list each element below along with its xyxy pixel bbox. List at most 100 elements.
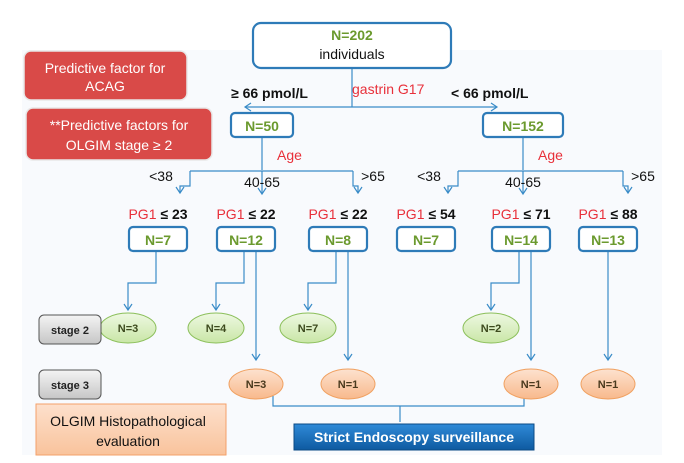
child-n: N=7: [145, 232, 171, 248]
child-node-box: [215, 225, 277, 253]
child-node-box: [395, 225, 457, 253]
stage3-n: N=1: [521, 379, 542, 391]
group-n: N=152: [502, 118, 544, 134]
arrowhead-icon: [251, 353, 261, 362]
pg1-condition: PG1 ≤ 54: [396, 206, 455, 222]
pg1-condition: PG1 ≤ 22: [308, 206, 367, 222]
legend-olgim-line2: OLGIM stage ≥ 2: [66, 137, 173, 153]
stage3-label: stage 3: [38, 369, 102, 400]
group-node-box: [229, 111, 295, 139]
arrowhead-icon: [623, 186, 633, 195]
child-node-box: [127, 225, 189, 253]
outcome-text: Strict Endoscopy surveillance: [314, 429, 514, 445]
arrowhead-icon: [443, 186, 453, 195]
child-n: N=14: [504, 232, 538, 248]
arrowhead-icon: [123, 303, 133, 312]
pg1-condition: PG1 ≤ 71: [491, 206, 550, 222]
legend-acag-line2: ACAG: [85, 78, 125, 94]
child-n: N=7: [413, 232, 439, 248]
group-node-box: [481, 111, 565, 139]
legend-acag: Predictive factor for ACAG: [23, 50, 188, 101]
stage3-n: N=1: [338, 379, 359, 391]
group-n: N=50: [245, 118, 279, 134]
connector-lines: [123, 68, 633, 422]
histo-line1: OLGIM Histopathological: [50, 413, 206, 429]
child-node-box: [577, 225, 639, 253]
arrowhead-icon: [603, 353, 613, 362]
stage2-text: stage 2: [51, 325, 89, 337]
arrowhead-icon: [526, 353, 536, 362]
outcome-bracket: [272, 396, 525, 407]
age-label: 40-65: [244, 174, 280, 190]
legend-olgim: **Predictive factors for OLGIM stage ≥ 2: [25, 107, 213, 161]
arrowhead-icon: [175, 186, 185, 195]
stage2-n: N=4: [206, 323, 227, 335]
arrowhead-icon: [490, 102, 499, 112]
arrowhead-icon: [518, 187, 528, 196]
stage3-ellipse: [503, 368, 559, 400]
histo-line2: evaluation: [96, 433, 160, 449]
stage2-ellipse: [187, 312, 245, 344]
child-node-box: [490, 225, 552, 253]
legend-histopathology: OLGIM Histopathological evaluation: [35, 403, 227, 456]
split-factor: gastrin G17: [352, 81, 425, 97]
age-branch: [352, 171, 359, 193]
age-label: <38: [149, 168, 173, 184]
pg1-condition: PG1 ≤ 23: [128, 206, 187, 222]
stage2-label: stage 2: [38, 314, 102, 345]
pg1-condition: PG1 ≤ 88: [578, 206, 637, 222]
stage2-n: N=7: [298, 323, 319, 335]
arrowhead-icon: [211, 303, 221, 312]
arrowhead-icon: [257, 187, 267, 196]
outcome-banner: Strict Endoscopy surveillance: [293, 423, 535, 451]
arrowhead-icon: [303, 303, 313, 312]
arrowhead-icon: [243, 102, 252, 112]
stage2-n: N=2: [481, 323, 502, 335]
age-branch: [447, 171, 459, 193]
root-n: N=202: [331, 27, 373, 43]
age-branch: [622, 171, 629, 193]
stage3-ellipse: [580, 368, 636, 400]
pg1-condition: PG1 ≤ 22: [216, 206, 275, 222]
group-factor: Age: [538, 147, 563, 163]
split-left-label: ≥ 66 pmol/L: [231, 85, 308, 101]
arrowhead-icon: [353, 186, 363, 195]
group-factor: Age: [277, 147, 302, 163]
age-label: 40-65: [505, 174, 541, 190]
stage2-connector: [490, 251, 520, 310]
stage3-n: N=3: [246, 379, 267, 391]
age-branch: [179, 171, 191, 193]
root-label: individuals: [319, 46, 384, 62]
split-right-label: < 66 pmol/L: [451, 85, 529, 101]
root-node: N=202 individuals: [251, 21, 453, 70]
legend-acag-line1: Predictive factor for: [45, 60, 166, 76]
arrowhead-icon: [486, 303, 496, 312]
stage2-connector: [307, 251, 337, 310]
stage3-text: stage 3: [51, 380, 89, 392]
child-n: N=12: [229, 232, 263, 248]
stage2-connector: [127, 251, 157, 310]
age-label: >65: [631, 168, 655, 184]
stage3-ellipse: [228, 368, 284, 400]
stage3-ellipse: [320, 368, 376, 400]
stage3-n: N=1: [598, 379, 619, 391]
stage2-connector: [215, 251, 245, 310]
stage2-ellipse: [279, 312, 337, 344]
stage2-ellipse: [462, 312, 520, 344]
age-label: <38: [417, 168, 441, 184]
child-n: N=13: [591, 232, 625, 248]
child-n: N=8: [325, 232, 351, 248]
arrowhead-icon: [343, 353, 353, 362]
stage2-n: N=3: [118, 323, 139, 335]
legend-olgim-line1: **Predictive factors for: [50, 117, 189, 133]
